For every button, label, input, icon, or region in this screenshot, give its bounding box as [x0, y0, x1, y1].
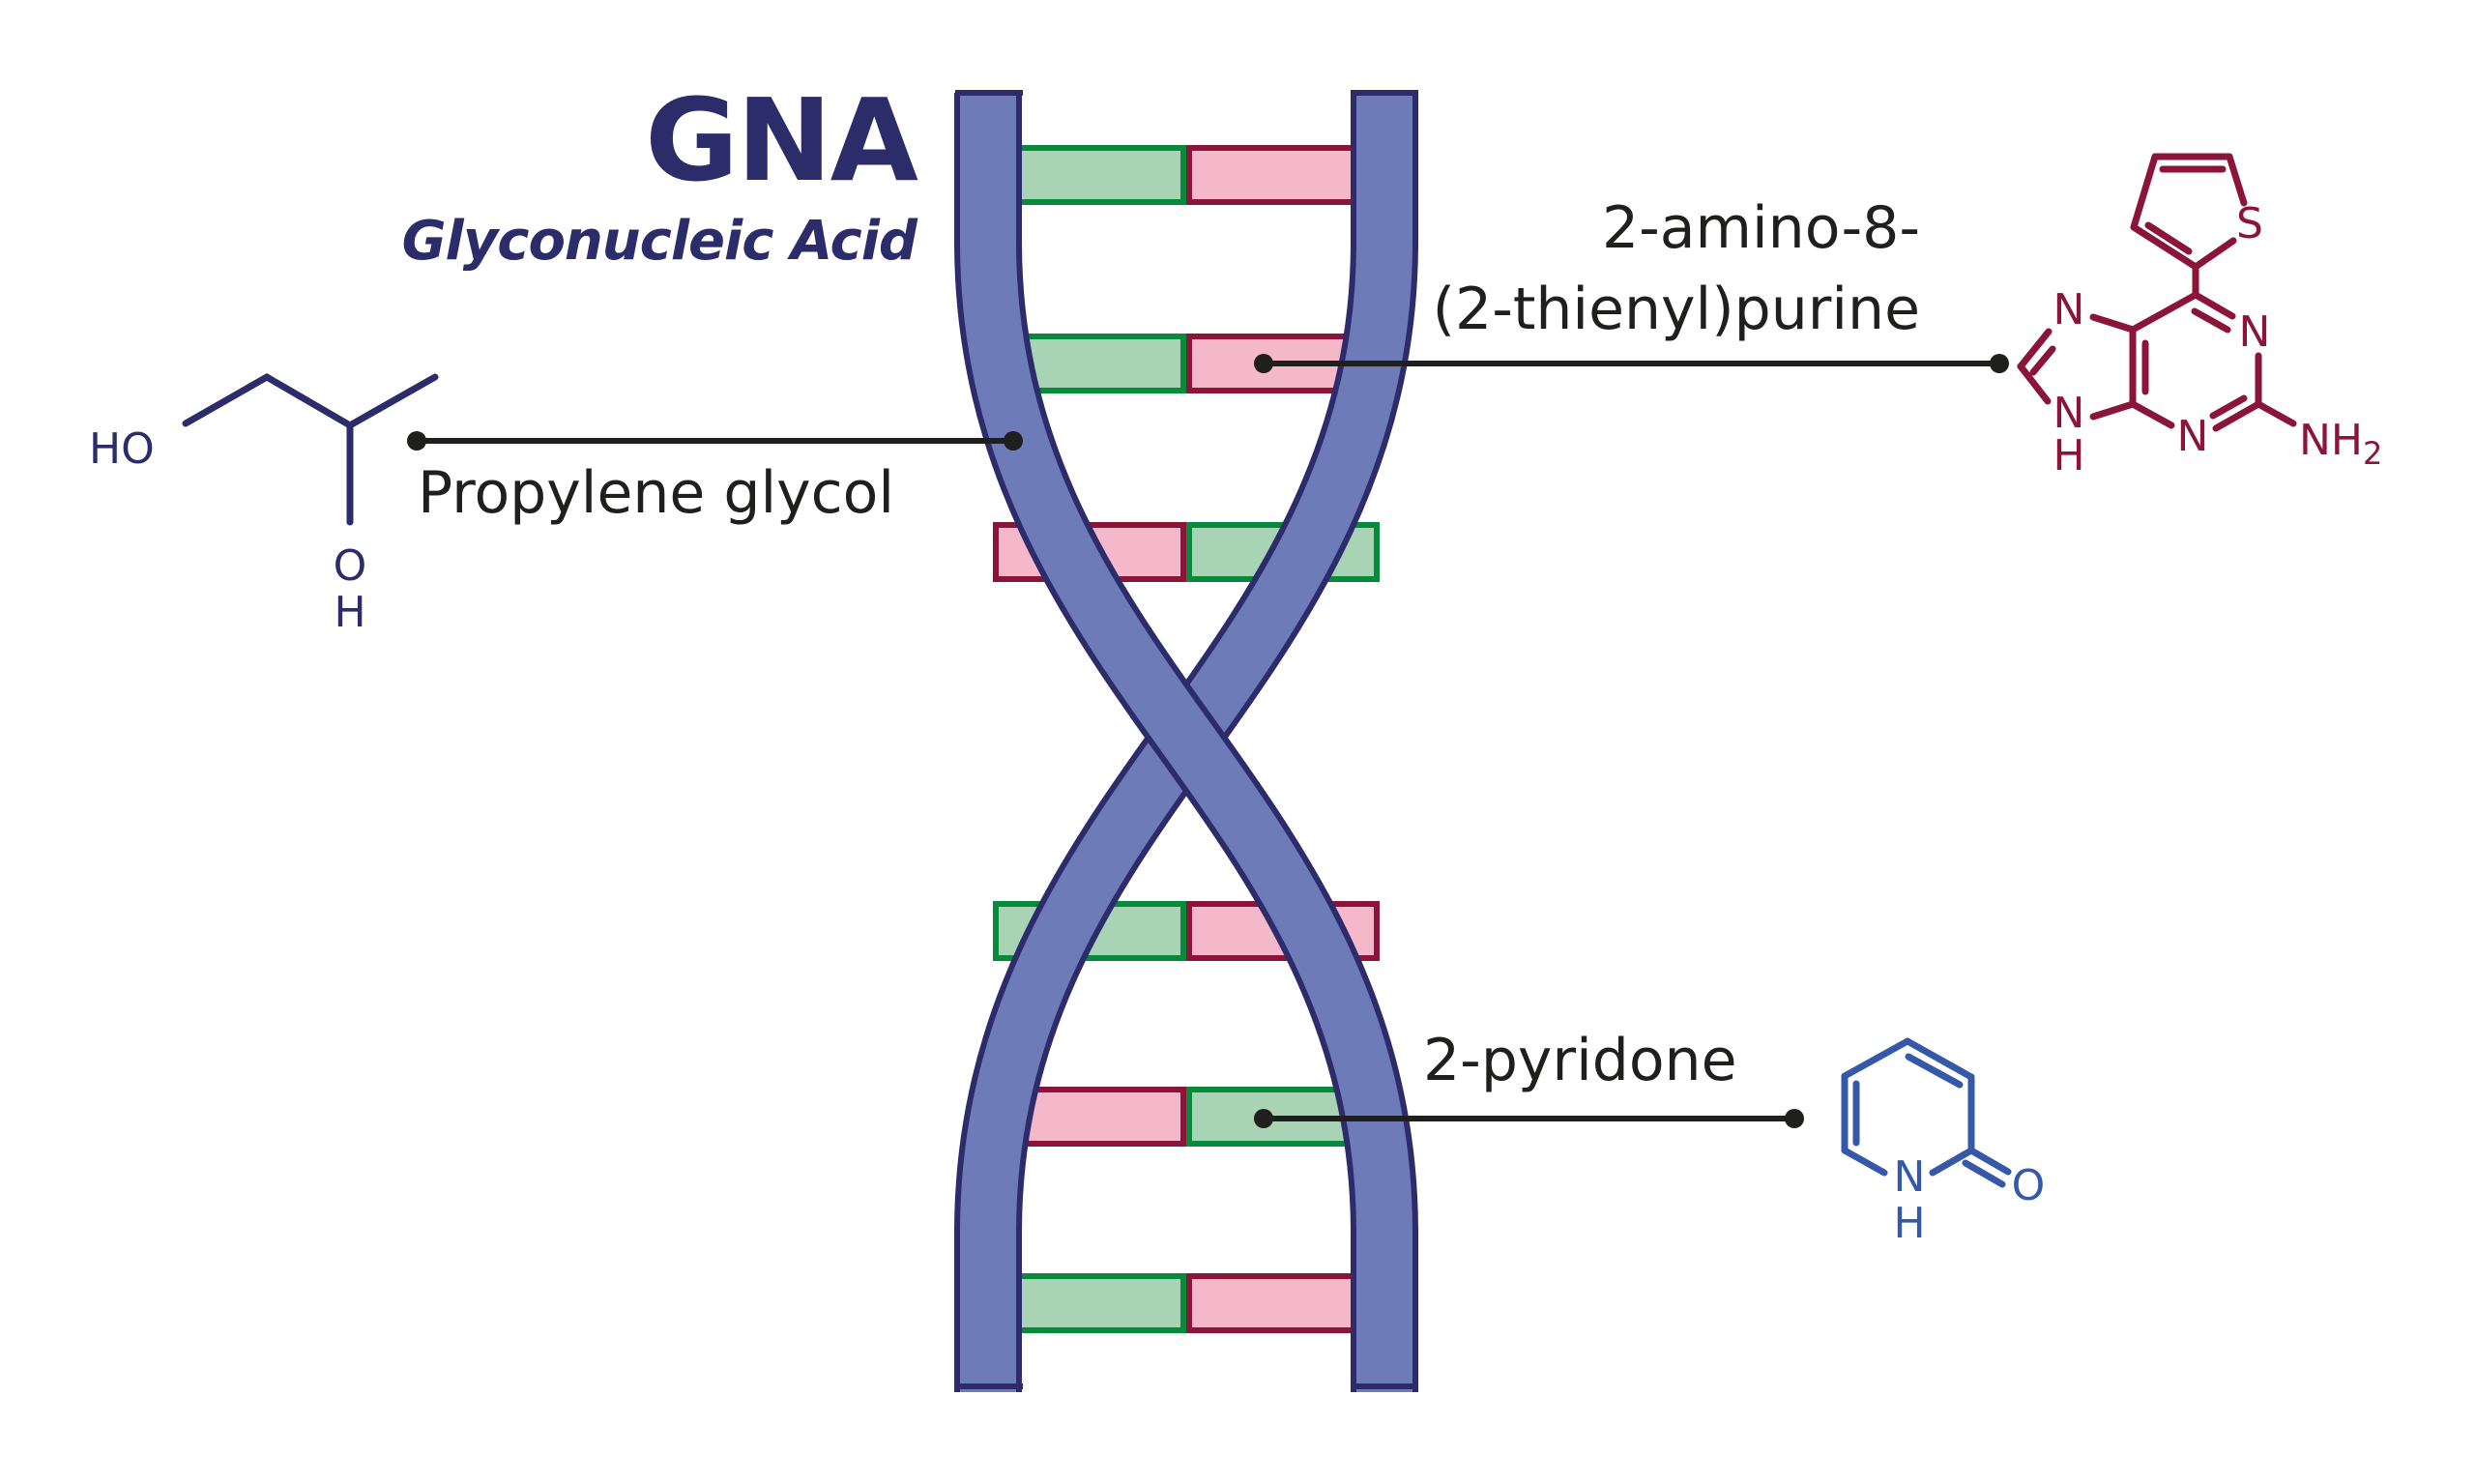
leader-dot [407, 431, 426, 451]
atom-n3: N [2177, 412, 2209, 461]
backbone-fill [960, 93, 1412, 1392]
atom-n: N [1894, 1152, 1926, 1202]
bond [2192, 291, 2236, 320]
purine-callout: 2-amino-8- (2-thienyl)purine [1254, 194, 2009, 373]
leader-dot [1990, 354, 2009, 373]
strand-caps [955, 90, 1418, 1389]
bond [2144, 221, 2193, 255]
leader-dot [1254, 354, 1273, 373]
atom-o: O [2012, 1161, 2046, 1210]
backbone-strand-left [954, 93, 1418, 1392]
bond [2192, 237, 2237, 271]
leader-dot [1254, 1109, 1273, 1128]
base-green-left [993, 145, 1186, 205]
propylene-glycol-structure: HO O H [89, 372, 439, 637]
propylene-glycol-label: Propylene glycol [418, 459, 894, 527]
atom-h: H [334, 588, 365, 637]
bond [2130, 223, 2199, 271]
bond [2226, 153, 2248, 207]
bond [1967, 1147, 2012, 1176]
bond [2129, 291, 2199, 334]
propylene-glycol-callout: Propylene glycol [407, 431, 1023, 527]
glycol-bonds [182, 372, 439, 430]
bond [1904, 1037, 1975, 1081]
base-pink-right [1186, 1273, 1380, 1333]
pyridone-callout: 2-pyridone [1254, 1027, 1804, 1128]
bond [2089, 400, 2137, 421]
atom-ho: HO [89, 424, 155, 474]
atom-h: H [1893, 1199, 1925, 1248]
bond [2017, 328, 2053, 370]
base-pink-right [1186, 145, 1380, 205]
atom-h9: H [2053, 431, 2084, 480]
bond [1905, 1053, 1964, 1089]
bond [2017, 363, 2052, 405]
bond [2255, 400, 2297, 427]
atom-n1: N [2239, 307, 2271, 357]
atom-s: S [2236, 199, 2263, 248]
atom-n7: N [2053, 285, 2085, 335]
bond [2191, 307, 2231, 334]
bond [1929, 1147, 1975, 1177]
atom-n9: N [2053, 389, 2085, 438]
leader-dot [1004, 431, 1023, 451]
bond [1841, 1037, 1911, 1080]
bond [2212, 400, 2262, 432]
atom-subscript: 2 [2363, 435, 2382, 472]
subtitle: Glyconucleic Acid [402, 210, 918, 273]
bond [1962, 1159, 2006, 1188]
purine-structure: S N N N N H NH2 [2017, 153, 2382, 480]
bond [2029, 345, 2056, 376]
bond [2209, 394, 2248, 420]
bond [2089, 313, 2137, 334]
purine-label-line1: 2-amino-8- [1602, 194, 1920, 262]
bond [2129, 400, 2175, 429]
pyridone-structure: N H O [1841, 1037, 2046, 1248]
bond [2130, 153, 2159, 231]
atom-nh2: NH2 [2299, 416, 2382, 472]
pyridone-label: 2-pyridone [1423, 1027, 1737, 1094]
leader-dot [1785, 1109, 1804, 1128]
bond [1841, 1147, 1888, 1177]
title: GNA [645, 73, 918, 207]
atom-nh: NH [2299, 416, 2363, 465]
base-green-left [993, 1273, 1186, 1333]
atom-o: O [334, 541, 367, 591]
purine-label-line2: (2-thienyl)purine [1433, 276, 1920, 343]
